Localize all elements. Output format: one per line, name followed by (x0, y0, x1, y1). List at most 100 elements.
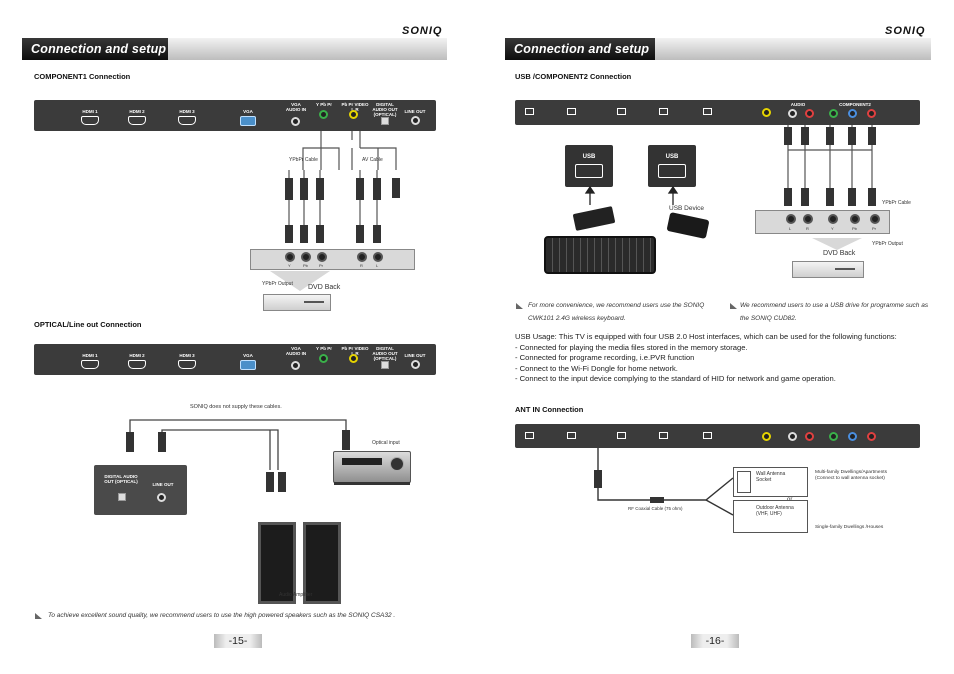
usb-port-1 (525, 108, 534, 115)
tv-panel-component1: HDMI 1 HDMI 2 HDMI 3 VGA VGA AUDIO IN Y … (34, 100, 436, 131)
left-note: To achieve excellent sound quality, we r… (48, 612, 396, 619)
box-line-jack (157, 493, 166, 502)
usb-port-5 (703, 108, 712, 115)
dvd-pb-jack (301, 252, 311, 262)
dvd-back-panel-right: L R Y Pb Pr (755, 210, 890, 234)
dvd-port-y-r: Y (831, 226, 834, 231)
box-optical-port (118, 493, 126, 501)
multi-family-label: Multi-family Dwellings/Apartments (Conne… (815, 470, 887, 481)
usb-usage-line-1: USB Usage: This TV is equipped with four… (515, 332, 897, 341)
usb-label-1: USB (582, 154, 596, 160)
no-supply-note: SONIQ does not supply these cables. (190, 404, 282, 410)
rf-cable-label: RF Coaxial Cable (75 ohm) (628, 506, 683, 511)
usb-port-2 (567, 108, 576, 115)
video-jack (349, 110, 358, 119)
right-note-2: We recommend users to use a USB drive fo… (740, 302, 929, 322)
page-number-16: -16- (691, 634, 739, 648)
usb-usage-line-2: - Connected for playing the media files … (515, 342, 748, 352)
audio-l-jack (788, 109, 797, 118)
ypbpr-cable-label: YPbPr Cable (289, 157, 318, 163)
component2-label: COMPONENT2 (839, 102, 871, 107)
comp2-pb-jack (848, 109, 857, 118)
usb-port-3 (617, 108, 626, 115)
label-hdmi1: HDMI 1 (82, 353, 98, 358)
label-ypbpr: Y Pb Pr (316, 346, 332, 351)
dvd-l-jack-r (786, 214, 796, 224)
ant-jack (762, 432, 771, 441)
comp2-pr-jack (867, 109, 876, 118)
comp2-y-jack (829, 432, 838, 441)
tv-panel-optical: HDMI 1 HDMI 2 HDMI 3 VGA VGA AUDIO IN Y … (34, 344, 436, 375)
video-jack (349, 354, 358, 363)
hdmi3-port (178, 116, 196, 125)
label-hdmi2: HDMI 2 (129, 109, 145, 114)
brand-logo-left: SONIQ (402, 25, 443, 37)
line-out-jack (411, 360, 420, 369)
dvd-pb-jack-r (850, 214, 860, 224)
av-cable-label: AV Cable (362, 157, 383, 163)
hdmi2-port (128, 360, 146, 369)
label-digital-out: DIGITAL AUDIO OUT (OPTICAL) (372, 102, 398, 117)
optical-input-label: Optical input (372, 440, 400, 446)
tv-panel-ant (515, 424, 920, 448)
right-note-1: For more convenience, we recommend users… (528, 302, 705, 322)
note-bullet-right-1 (516, 303, 523, 309)
dvd-y-jack-r (828, 214, 838, 224)
label-ypbpr: Y Pb Pr (316, 102, 332, 107)
outdoor-antenna-box: Outdoor Antenna (VHF, UHF) (733, 500, 808, 533)
single-family-label: Single-family Dwellings /Houses (815, 525, 884, 530)
hdmi2-port (128, 116, 146, 125)
usb-usage-line-3: - Connected for programe recording, i.e.… (515, 353, 695, 362)
label-hdmi3: HDMI 3 (179, 109, 195, 114)
usb-port-4 (659, 432, 668, 439)
dvd-port-pb-r: Pb (852, 226, 857, 231)
label-vga-audio: VGA AUDIO IN (285, 102, 307, 112)
wall-socket-label: Wall Antenna Socket (756, 471, 786, 483)
dvd-player-front (263, 294, 331, 311)
vga-port (240, 116, 256, 126)
dvd-port-r: R (360, 263, 363, 268)
tv-panel-usb: AUDIO COMPONENT2 (515, 100, 920, 125)
usb-port-1 (525, 432, 534, 439)
dvd-back-panel: Y Pb Pr R L (250, 249, 415, 270)
usb-port-2 (567, 432, 576, 439)
audio-l-jack (788, 432, 797, 441)
outdoor-antenna-label: Outdoor Antenna (VHF, UHF) (756, 505, 794, 517)
ypbpr-output-label: YPbPr Output (262, 281, 293, 287)
audio-r-jack (805, 109, 814, 118)
wall-socket-box: Wall Antenna Socket (733, 467, 808, 497)
dvd-pr-jack-r (870, 214, 880, 224)
dvd-back-label-right: DVD Back (823, 250, 856, 257)
dvd-pr-jack (317, 252, 327, 262)
page-number-15: -15- (214, 634, 262, 648)
vga-audio-jack (291, 361, 300, 370)
audio-r-jack (805, 432, 814, 441)
section-title-optical: OPTICAL/Line out Connection (34, 320, 142, 329)
header-title-left: Connection and setup (22, 38, 168, 60)
ypbpr-jack (319, 354, 328, 363)
tv-audio-out-box: DIGITAL AUDIO OUT (OPTICAL) LINE OUT (94, 465, 187, 515)
header-title-right: Connection and setup (505, 38, 655, 60)
dvd-y-jack (285, 252, 295, 262)
label-hdmi1: HDMI 1 (82, 109, 98, 114)
note-bullet-right-2 (730, 303, 737, 309)
usb-device-label: USB Device (669, 205, 705, 212)
dvd-port-pr-r: Pr (872, 226, 876, 231)
ypbpr-jack (319, 110, 328, 119)
usb-block-2: USB (648, 145, 696, 187)
optical-port (381, 117, 389, 125)
vga-port (240, 360, 256, 370)
dvd-port-pr: Pr (319, 263, 323, 268)
speaker-right (303, 522, 341, 604)
vga-audio-jack (291, 117, 300, 126)
audio-amplifier-label: Audio Amplifier (279, 592, 313, 598)
dvd-back-label: DVD Back (308, 284, 341, 291)
note-bullet-left (35, 613, 42, 619)
box-line-label: LINE OUT (152, 482, 174, 487)
dvd-l-jack (373, 252, 383, 262)
label-digital-out: DIGITAL AUDIO OUT (OPTICAL) (372, 346, 398, 361)
ypbpr-cable-label-right: YPbPr Cable (882, 200, 911, 206)
